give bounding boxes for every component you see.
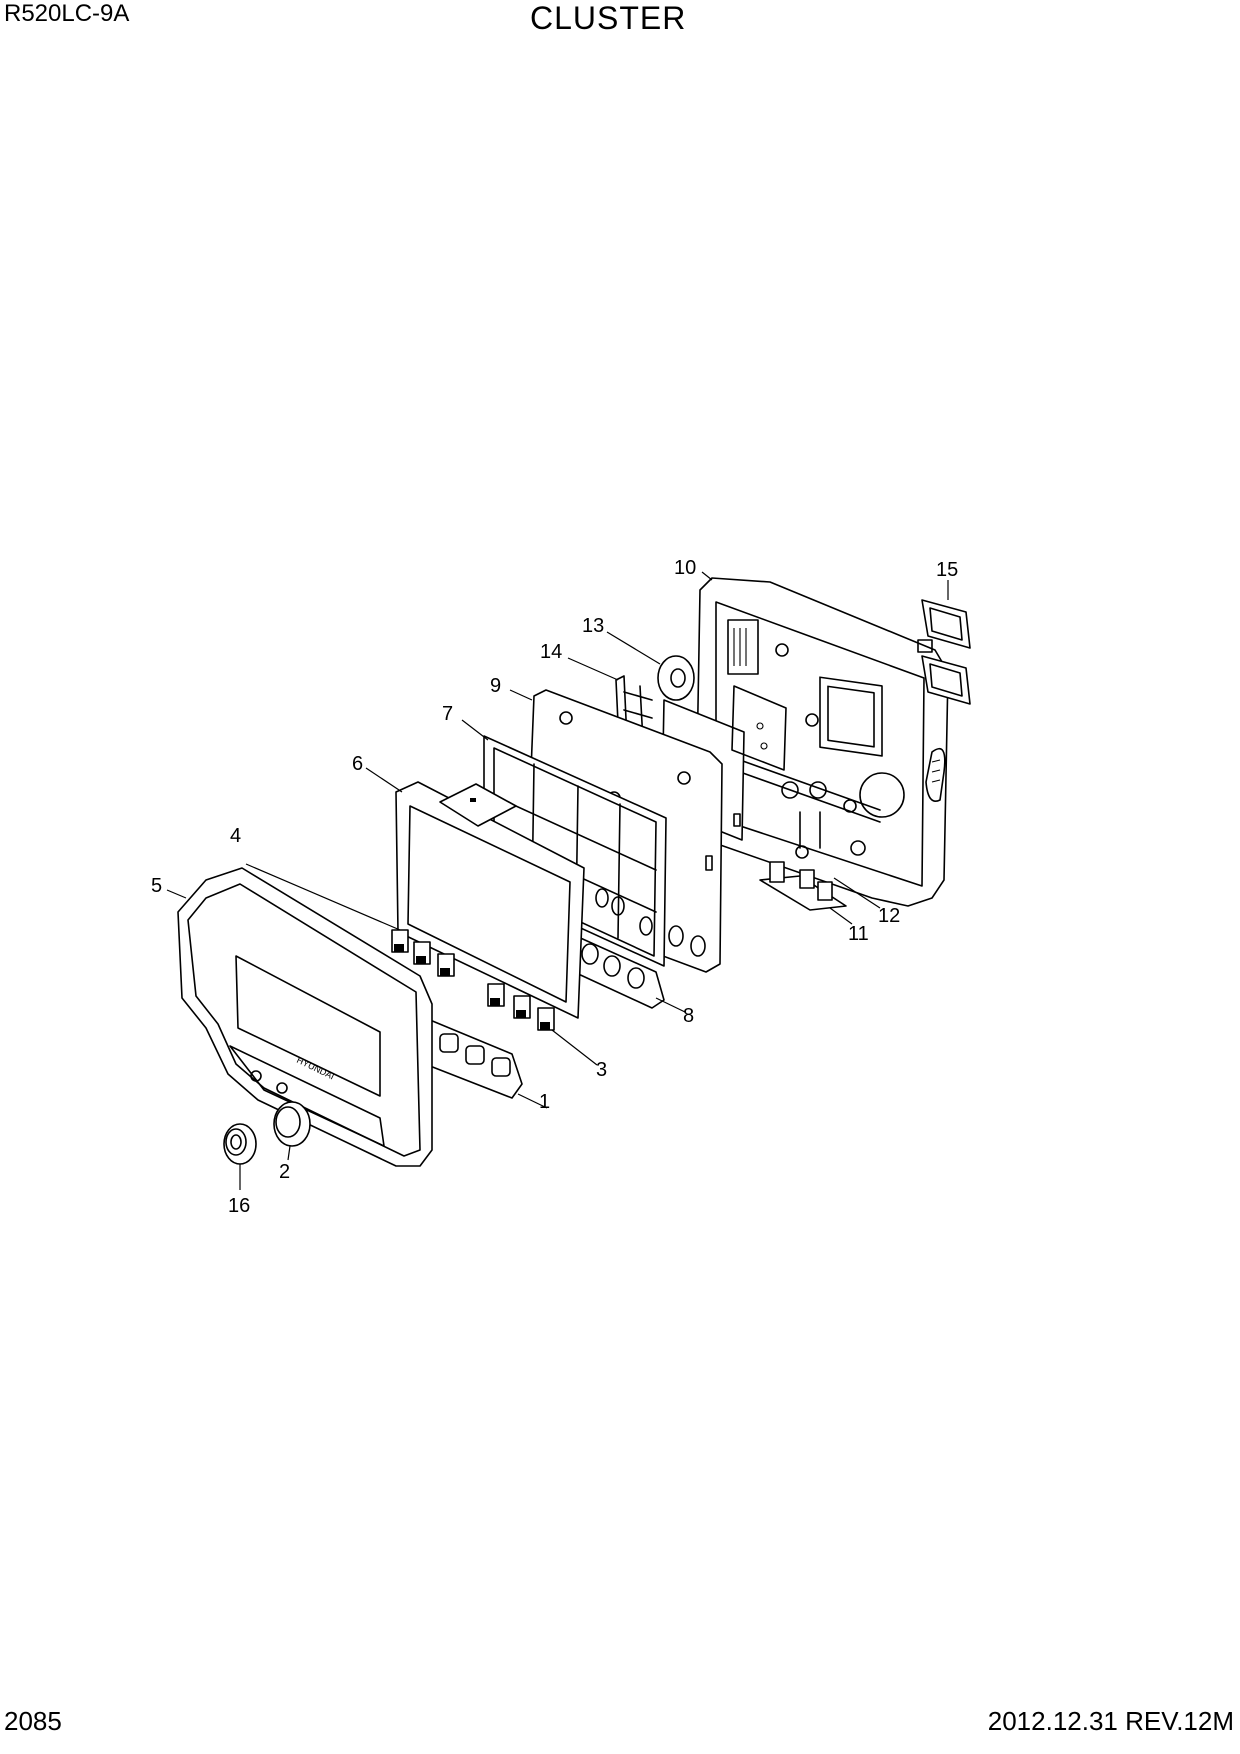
push-switches <box>391 929 555 1031</box>
callout-10: 10 <box>674 557 696 579</box>
knob-cap <box>223 1123 257 1165</box>
callout-4: 4 <box>230 825 241 847</box>
leader-lines <box>166 571 949 1190</box>
buzzer-ring <box>657 655 695 701</box>
callout-16: 16 <box>228 1195 250 1217</box>
callout-numbers: 1 2 3 4 5 6 7 8 9 10 11 12 13 14 15 16 <box>151 557 958 1217</box>
callout-7: 7 <box>442 703 453 725</box>
small-circuit-board <box>759 861 847 911</box>
page-number: 2085 <box>4 1706 62 1736</box>
revision-date: 2012.12.31 REV.12M <box>987 1706 1234 1736</box>
lcd-display <box>395 781 585 1019</box>
model-code: R520LC-9A <box>4 0 130 27</box>
connector-pair <box>917 599 971 705</box>
callout-5: 5 <box>151 875 162 897</box>
front-case: HYUNDAI <box>177 867 433 1167</box>
rear-housing <box>695 577 949 907</box>
callout-1: 1 <box>539 1091 550 1113</box>
callout-9: 9 <box>490 675 501 697</box>
callout-13: 13 <box>582 615 604 637</box>
control-knob <box>273 1101 311 1147</box>
callout-3: 3 <box>596 1059 607 1081</box>
page-title: CLUSTER <box>530 0 687 36</box>
callout-11: 11 <box>848 923 869 945</box>
callout-15: 15 <box>936 559 958 581</box>
key-cover <box>429 1019 523 1099</box>
callout-8: 8 <box>683 1005 694 1027</box>
callout-2: 2 <box>279 1161 290 1183</box>
callout-14: 14 <box>540 641 562 663</box>
callout-12: 12 <box>878 905 900 927</box>
callout-6: 6 <box>352 753 363 775</box>
